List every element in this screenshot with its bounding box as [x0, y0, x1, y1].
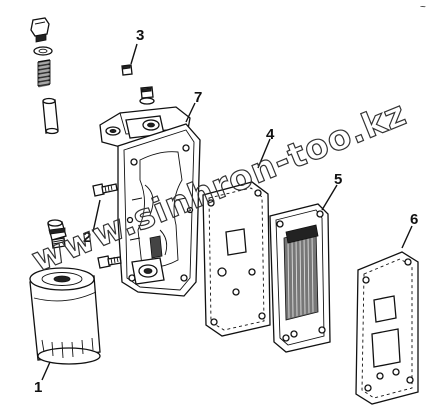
plug-nipple	[139, 86, 155, 105]
leader-5	[321, 184, 338, 211]
callout-1: 1	[34, 379, 42, 396]
adapter-bolt-lower	[97, 255, 122, 269]
callout-2: 2	[83, 229, 91, 246]
callout-4: 4	[266, 126, 275, 143]
leader-3	[130, 43, 138, 65]
filter-adapter	[47, 219, 67, 249]
callout-5: 5	[334, 171, 342, 188]
sealing-washer	[33, 46, 53, 56]
hex-plug	[30, 17, 50, 43]
leader-2	[92, 199, 101, 233]
valve-spring	[37, 59, 51, 88]
callout-6: 6	[410, 211, 418, 228]
cooler-core	[269, 203, 331, 353]
corner-mark: ~	[420, 2, 426, 13]
callout-7: 7	[194, 89, 202, 106]
leader-6	[401, 225, 413, 249]
valve-plunger	[42, 97, 59, 135]
leader-1	[41, 361, 51, 381]
oil-filter	[29, 267, 101, 365]
leader-4	[257, 138, 271, 169]
callout-3: 3	[136, 27, 144, 44]
fitting-bolt	[121, 64, 133, 76]
housing-gasket	[355, 251, 419, 405]
oil-cooler-housing	[99, 106, 201, 297]
leader-7	[185, 102, 196, 123]
adapter-bolt-upper	[92, 183, 118, 197]
cooler-gasket	[202, 181, 271, 337]
relief-valve-assembly	[30, 17, 59, 135]
